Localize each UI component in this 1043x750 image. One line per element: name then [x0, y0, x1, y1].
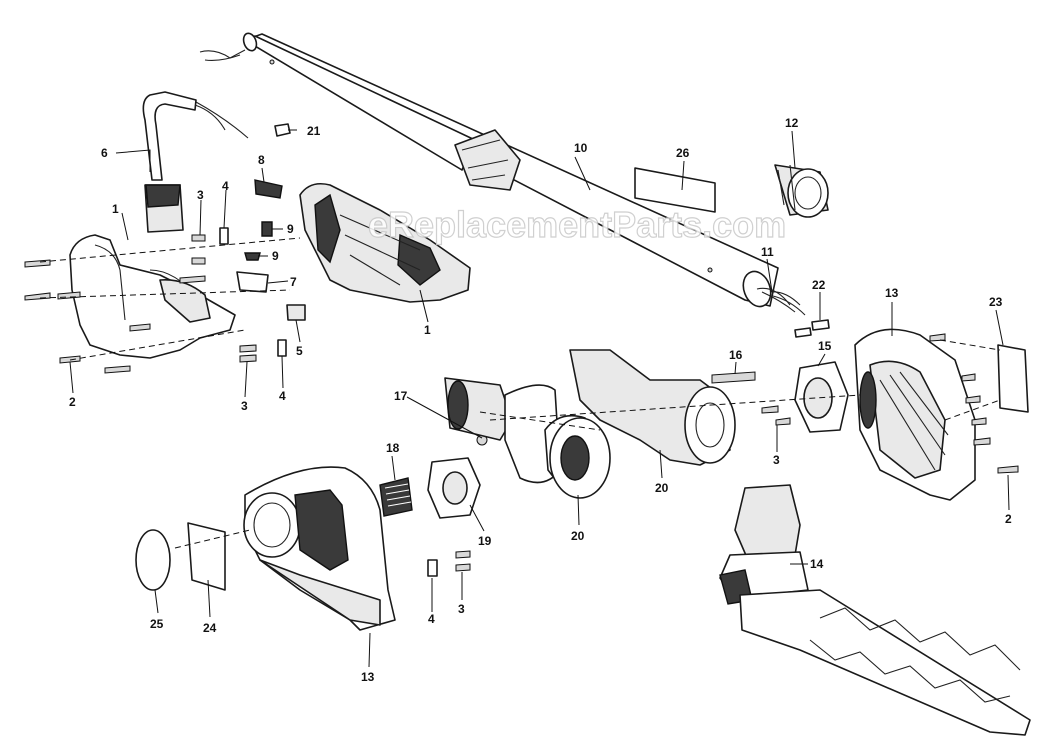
part-19-clutch-piece — [427, 457, 481, 519]
part-10-shaft-tube — [199, 32, 796, 313]
callout-9: 9 — [272, 249, 279, 263]
part-16-long-screw — [711, 371, 756, 384]
callout-3: 3 — [773, 453, 780, 467]
callout-16: 16 — [729, 348, 743, 362]
part-21-screw — [274, 123, 291, 137]
callout-18: 18 — [386, 441, 400, 455]
leader-lines — [69, 129, 1010, 668]
callout-10: 10 — [574, 141, 588, 155]
part-20-gear-housing — [544, 349, 736, 499]
callout-3: 3 — [197, 188, 204, 202]
part-25-disc — [135, 529, 171, 591]
callout-24: 24 — [203, 621, 217, 635]
callout-labels: 1 1 2 2 3 3 3 3 4 4 4 5 6 7 8 9 9 10 11 … — [69, 116, 1012, 684]
right-housing-screws — [929, 333, 991, 446]
part-11-wires — [769, 291, 806, 316]
callout-21: 21 — [307, 124, 321, 138]
part-9-spring-lower — [244, 252, 261, 261]
part-5-lock-button — [286, 304, 306, 321]
callout-4: 4 — [279, 389, 286, 403]
callout-13: 13 — [885, 286, 899, 300]
part-13-housing-right — [854, 328, 976, 501]
callout-12: 12 — [785, 116, 799, 130]
part-13-housing-front — [243, 466, 396, 631]
callout-5: 5 — [296, 344, 303, 358]
callout-19: 19 — [478, 534, 492, 548]
part-24-label — [187, 522, 226, 591]
callout-3: 3 — [458, 602, 465, 616]
callout-23: 23 — [989, 295, 1003, 309]
watermark: eReplacementParts.com — [368, 204, 786, 245]
assembly-lines — [39, 237, 1001, 549]
callout-20: 20 — [571, 529, 585, 543]
part-1-handle-right-half — [299, 182, 471, 303]
callout-9: 9 — [287, 222, 294, 236]
part-8-switch — [254, 179, 283, 199]
callout-3: 3 — [241, 399, 248, 413]
part-22-terminals — [794, 319, 830, 338]
part-9-spring-upper — [261, 221, 273, 237]
part-23-label — [997, 344, 1029, 413]
part-1-handle-left-half — [69, 234, 236, 359]
callout-4: 4 — [428, 612, 435, 626]
part-19-motor-coupler — [444, 377, 561, 484]
callout-17: 17 — [394, 389, 408, 403]
callout-1: 1 — [112, 202, 119, 216]
callout-4: 4 — [222, 179, 229, 193]
callout-20: 20 — [655, 481, 669, 495]
callout-26: 26 — [676, 146, 690, 160]
callout-2: 2 — [69, 395, 76, 409]
part-15-coupling — [794, 361, 849, 433]
callout-14: 14 — [810, 557, 824, 571]
part-6-power-cord — [142, 91, 249, 233]
part-14-blade-assembly — [719, 484, 1031, 736]
callout-15: 15 — [818, 339, 832, 353]
callout-11: 11 — [761, 245, 774, 259]
callout-2: 2 — [1005, 512, 1012, 526]
callout-25: 25 — [150, 617, 164, 631]
callout-13: 13 — [361, 670, 375, 684]
part-7-trigger — [236, 271, 269, 293]
callout-1: 1 — [424, 323, 431, 337]
callout-7: 7 — [290, 275, 297, 289]
part-18-spring — [379, 477, 413, 517]
callout-6: 6 — [101, 146, 108, 160]
callout-8: 8 — [258, 153, 265, 167]
callout-22: 22 — [812, 278, 826, 292]
part-12-end-cap — [774, 164, 829, 218]
part-26-label — [634, 167, 716, 213]
